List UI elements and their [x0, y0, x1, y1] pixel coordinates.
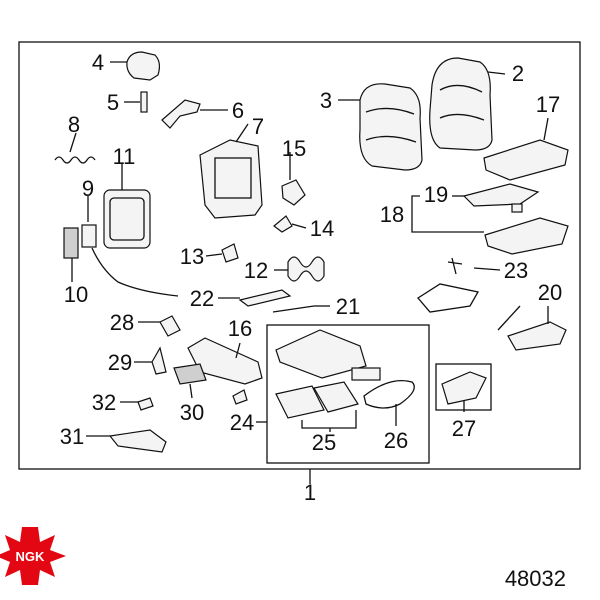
part-14-bracket [273, 215, 293, 233]
callout-10: 10 [64, 282, 88, 307]
track-assembly-motor [351, 367, 381, 381]
ngk-logo-text: NGK [16, 549, 46, 564]
part-26-loop [363, 379, 415, 409]
callout-25: 25 [312, 430, 336, 455]
part-20-rod [497, 305, 521, 331]
part-27-panel [441, 371, 487, 405]
part-19-clip [511, 203, 523, 213]
part-15-pivot [281, 179, 306, 206]
part-12-lumbar [287, 256, 325, 282]
part-21-rod [272, 305, 315, 313]
callout-23: 23 [504, 258, 528, 283]
part-7-seatback-frame [199, 139, 263, 219]
document-number: 48032 [505, 566, 566, 591]
callout-29: 29 [108, 350, 132, 375]
part-23-harness [417, 257, 480, 313]
callout-24: 24 [230, 410, 254, 435]
part-2-seams [439, 84, 485, 121]
part-22-rail [238, 289, 292, 307]
callout-labels: 1 2 3 4 5 6 7 8 9 10 11 12 13 14 15 16 1… [60, 50, 562, 505]
part-30-trim [173, 363, 207, 385]
callout-14: 14 [310, 216, 334, 241]
callout-32: 32 [92, 390, 116, 415]
callout-26: 26 [384, 428, 408, 453]
part-11-back-panel [103, 189, 151, 249]
callout-17: 17 [536, 92, 560, 117]
callout-2: 2 [512, 61, 524, 86]
leader-lines [69, 61, 549, 484]
part-10-cover [63, 227, 79, 259]
part-11-inner [109, 197, 145, 241]
callout-20: 20 [538, 280, 562, 305]
part-2-seatback-cover [429, 57, 493, 151]
part-13-clip [221, 243, 239, 263]
callout-5: 5 [107, 90, 119, 115]
part-24-bracket [232, 389, 248, 405]
callout-15: 15 [282, 136, 306, 161]
callout-21: 21 [336, 294, 360, 319]
diagram-frame [18, 41, 581, 470]
part-5-guide [140, 91, 148, 113]
part-31-side-panel [108, 429, 167, 453]
callout-31: 31 [60, 424, 84, 449]
callout-28: 28 [110, 310, 134, 335]
callout-27: 27 [452, 416, 476, 441]
callout-12: 12 [244, 258, 268, 283]
part-28-cover [159, 315, 181, 337]
callout-4: 4 [92, 50, 104, 75]
callout-18: 18 [380, 202, 404, 227]
callout-3: 3 [320, 88, 332, 113]
part-25-track-right [313, 381, 359, 413]
part-17-seat-cushion [483, 139, 569, 181]
wire-harness-9 [91, 247, 179, 297]
part-7-opening [214, 157, 252, 199]
callout-22: 22 [190, 286, 214, 311]
callout-16: 16 [228, 316, 252, 341]
part-8-spring [54, 156, 96, 164]
part-25-track-left [275, 385, 325, 419]
callout-6: 6 [232, 98, 244, 123]
track-assembly [275, 329, 367, 379]
callout-7: 7 [252, 114, 264, 139]
part-29-cover [151, 346, 167, 375]
part-19-pad [462, 183, 540, 207]
callout-11: 11 [113, 144, 136, 169]
part-32-clip [137, 397, 154, 411]
part-3-seams [365, 107, 417, 143]
callout-30: 30 [180, 400, 204, 425]
ngk-logo-mark [0, 527, 66, 585]
callout-8: 8 [68, 112, 80, 137]
callout-19: 19 [424, 182, 448, 207]
part-6-bracket [161, 99, 201, 129]
callout-1: 1 [304, 480, 316, 505]
part-9-module [81, 224, 97, 248]
track-assembly-frame [266, 324, 430, 464]
part-3-seatback [359, 83, 423, 171]
part-20-plate [507, 321, 567, 351]
callout-13: 13 [180, 244, 204, 269]
part-18-cushion-assembly [484, 217, 569, 255]
callout-9: 9 [82, 176, 94, 201]
ngk-logo: NGK [0, 527, 66, 585]
part-4-headrest [126, 51, 161, 81]
